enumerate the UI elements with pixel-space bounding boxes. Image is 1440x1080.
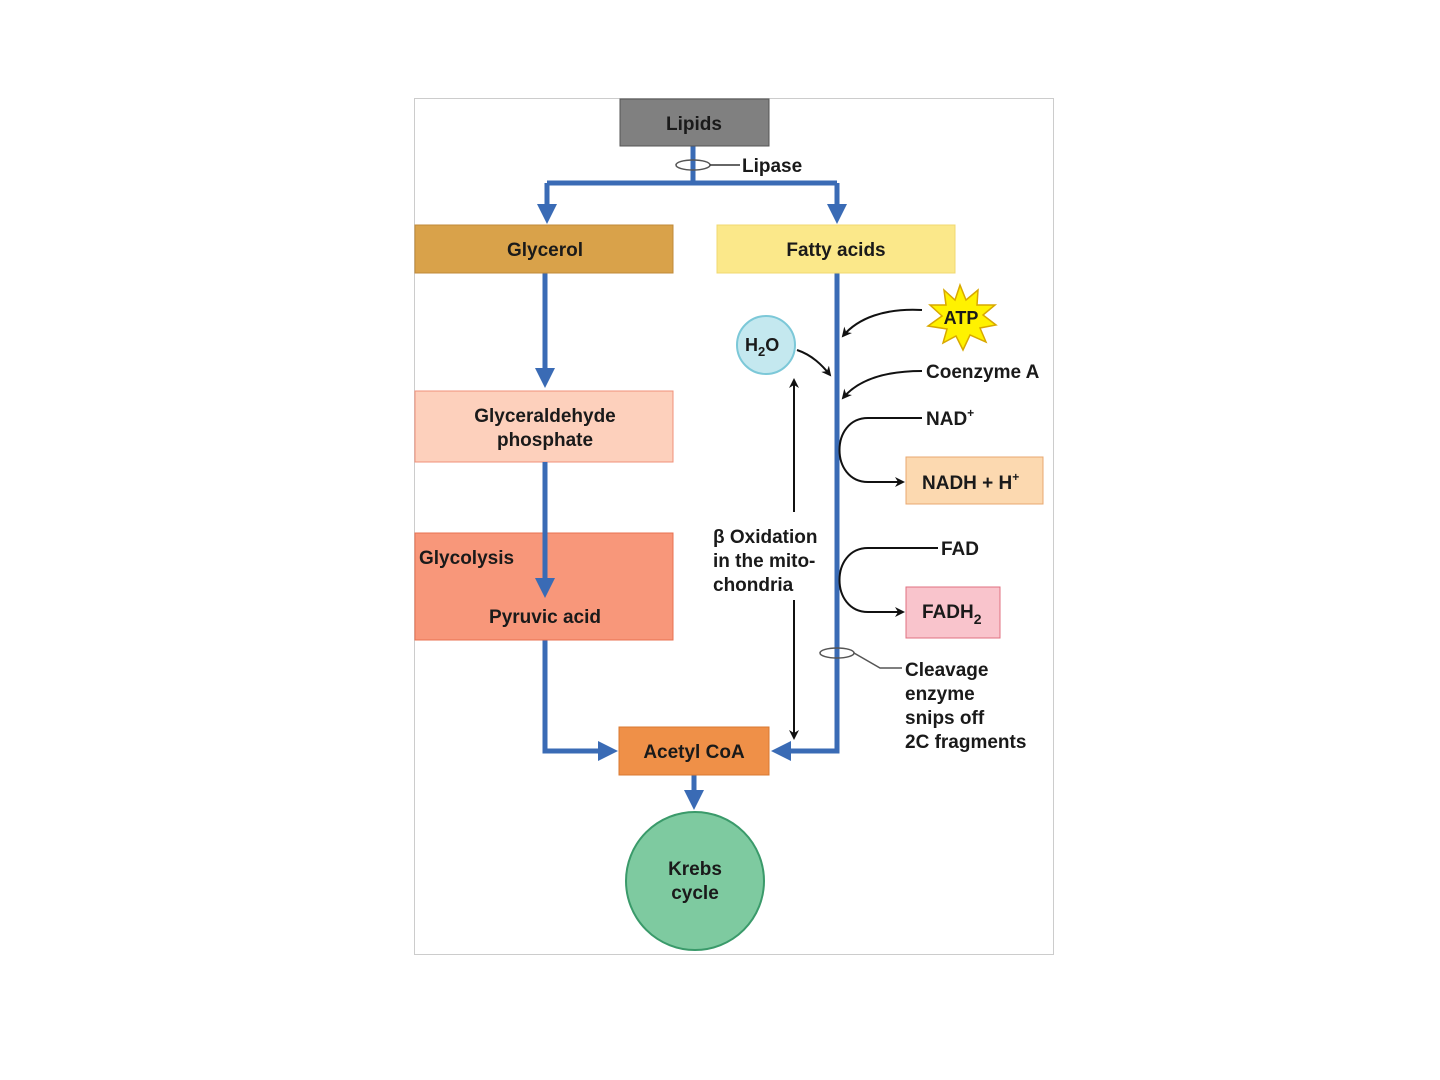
krebs-label-1: Krebs — [668, 859, 722, 880]
krebs-label-2: cycle — [671, 883, 719, 904]
atp-label: ATP — [944, 308, 979, 328]
fad-label: FAD — [941, 539, 979, 560]
glyceraldehyde-label-2: phosphate — [497, 430, 593, 451]
glyceraldehyde-label-1: Glyceraldehyde — [474, 406, 616, 427]
cleavage-label-4: 2C fragments — [905, 732, 1026, 753]
pyruvic-acid-label: Pyruvic acid — [489, 607, 601, 628]
krebs-cycle-circle — [626, 812, 764, 950]
acetyl-coa-label: Acetyl CoA — [643, 742, 745, 763]
fatty-acids-label: Fatty acids — [786, 240, 885, 261]
coenzyme-a-label: Coenzyme A — [926, 362, 1040, 383]
beta-oxidation-label-2: in the mito- — [713, 551, 815, 572]
lipase-label: Lipase — [742, 156, 802, 177]
nadh-label: NADH + H+ — [922, 470, 1019, 494]
cleavage-label-2: enzyme — [905, 684, 975, 705]
cleavage-label-3: snips off — [905, 708, 985, 729]
nad-label: NAD+ — [926, 406, 974, 430]
beta-oxidation-label-1: β Oxidation — [713, 527, 818, 548]
cleavage-label-1: Cleavage — [905, 660, 988, 681]
beta-oxidation-label-3: chondria — [713, 575, 794, 596]
glycolysis-label: Glycolysis — [419, 548, 514, 569]
glycerol-label: Glycerol — [507, 240, 583, 261]
lipids-label: Lipids — [666, 114, 722, 135]
